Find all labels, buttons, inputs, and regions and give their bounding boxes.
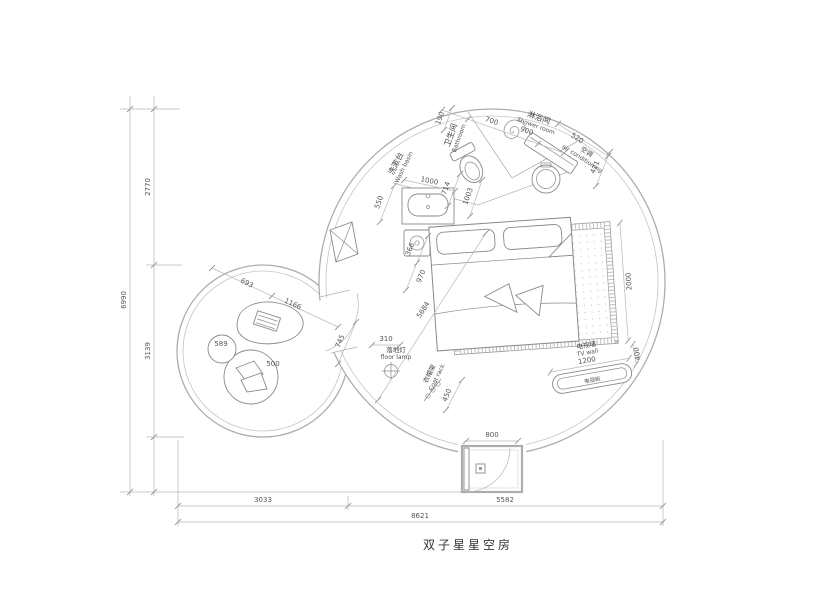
vestibule-walls <box>460 444 524 494</box>
dim-total-height: 6990 <box>120 291 128 309</box>
washbasin <box>401 187 455 225</box>
dim-height-top: 2770 <box>144 178 152 196</box>
small-stool <box>207 334 237 364</box>
dim-tv-length: 1200 <box>577 355 596 366</box>
dim-tv-depth: 400 <box>632 346 642 361</box>
passage-opening <box>313 290 367 354</box>
tv-cabinet-group: 电视墙 TV wall 1200 400 电视柜 <box>547 339 643 394</box>
entry-vestibule <box>458 438 526 494</box>
tv-cabinet <box>552 363 633 394</box>
shower-head-icon <box>503 119 527 139</box>
pillow-left <box>436 228 496 255</box>
dim-ticks <box>126 104 667 526</box>
washing-machine <box>531 162 561 194</box>
small-room-furniture <box>207 301 304 405</box>
entry-mat-detail <box>479 467 482 470</box>
toilet <box>449 142 484 183</box>
floor-lamp-label: 落地灯 floor lamp <box>381 345 412 361</box>
bed-dim-ticks <box>616 219 632 345</box>
dim-round-b: 500 <box>266 360 279 368</box>
blanket-fold <box>547 232 574 258</box>
nightstand <box>403 229 431 257</box>
dim-shower-b: 700 <box>484 115 499 127</box>
dim-basin-b: 1000 <box>420 175 439 187</box>
dim-round-a: 589 <box>214 340 227 348</box>
tv-cabinet-label: 电视柜 <box>584 375 602 386</box>
air-conditioner <box>524 132 578 174</box>
deco-pillow-2 <box>514 284 544 317</box>
drawing-title: 双子星星空房 <box>423 537 513 552</box>
bed-dim-line <box>619 222 629 341</box>
deco-pillow-1 <box>483 283 518 314</box>
tv-wall-label-cn: 电视墙 <box>576 339 597 351</box>
tv-dim-lines <box>550 344 637 373</box>
dim-total-width: 8621 <box>411 512 429 520</box>
dim-width-left: 3033 <box>254 496 272 504</box>
tv-wall-label-en: TV wall <box>575 348 599 359</box>
coat-rack <box>423 378 442 402</box>
pillow-right <box>503 224 563 250</box>
floor-lamp-label-cn: 落地灯 <box>386 345 406 354</box>
bed-area: 2000 <box>428 216 634 356</box>
entry-door-leaf <box>463 447 470 491</box>
dim-entry: 800 <box>485 431 498 439</box>
dim-width-right: 5582 <box>496 496 514 504</box>
entry-door-swing <box>465 447 511 493</box>
tv-dim-ticks <box>547 340 640 376</box>
dim-lamp: 310 <box>379 335 392 343</box>
throw-fabric-2 <box>240 372 268 393</box>
dim-height-mid: 3139 <box>144 342 152 360</box>
dim-bed-length: 2000 <box>624 272 633 290</box>
wall-niche <box>329 221 359 263</box>
passage-door-swing <box>325 292 359 352</box>
dim-line-paths <box>120 96 664 526</box>
dimension-lines <box>120 96 667 526</box>
tv-cabinet-inner <box>557 367 628 390</box>
floor-lamp-label-en: floor lamp <box>381 354 412 361</box>
desk-item <box>252 310 282 332</box>
